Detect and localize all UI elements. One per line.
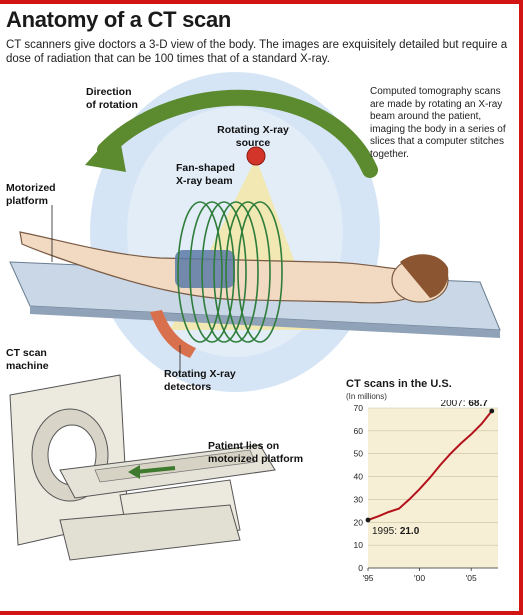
chart-annotation: 2007: 68.7: [441, 400, 489, 409]
ct-machine: [9, 374, 276, 561]
chart-series-line: [367, 410, 493, 521]
top-accent-bar: [0, 0, 519, 4]
ct-scans-chart: 0 10 20 30 40 50 60 70 '95 '00 '05 2007: 68.7 1995:…: [354, 400, 498, 583]
ct-description: Computed tomography scans are made by ro…: [370, 86, 506, 160]
patient-hair: [400, 254, 449, 298]
chart-x-tick-label: '05: [466, 573, 477, 583]
label-fan-shaped-beam: Fan-shaped X-ray beam: [176, 162, 235, 187]
chart-annotation: 1995: 21.0: [372, 526, 420, 537]
platform-edge: [30, 306, 500, 338]
chart-title: CT scans in the U.S.: [346, 378, 452, 390]
chart-y-tick-label: 10: [354, 540, 364, 550]
label-direction-of-rotation: Direction of rotation: [86, 86, 138, 111]
page-title: Anatomy of a CT scan: [6, 7, 232, 32]
chart-annotated-point: [365, 517, 371, 523]
chart-y-tick-label: 0: [358, 563, 363, 573]
rotation-arrow-head: [85, 128, 126, 172]
chart-unit: (In millions): [346, 392, 387, 401]
chart-annotated-point: [489, 408, 495, 414]
label-ct-scan-machine: CT scan machine: [6, 347, 49, 372]
subtitle: CT scanners give doctors a 3-D view of t…: [6, 39, 508, 65]
label-rotating-xray-source: Rotating X-ray source: [217, 124, 289, 149]
label-motorized-platform: Motorized platform: [6, 182, 56, 207]
chart-y-tick-label: 40: [354, 472, 364, 482]
chart-y-tick-label: 70: [354, 403, 364, 413]
x-ray-source-icon: [246, 146, 266, 166]
scan-coils: [177, 201, 283, 343]
chart-plot-area: [368, 408, 498, 568]
label-patient-lies-on-platform: Patient lies on motorized platform: [208, 440, 304, 465]
chart-y-tick-label: 30: [354, 494, 364, 504]
rotation-arrow: [97, 89, 378, 178]
x-ray-detectors: [150, 310, 196, 358]
patient-direction-arrow-head: [128, 465, 140, 479]
chart-x-tick-label: '00: [414, 573, 425, 583]
label-rotating-xray-detectors: Rotating X-ray detectors: [164, 368, 236, 393]
chart-x-tick-label: '95: [362, 573, 373, 583]
patient-direction-arrow: [134, 466, 176, 474]
chart-y-tick-label: 50: [354, 449, 364, 459]
chart-y-tick-label: 20: [354, 517, 364, 527]
chart-y-tick-label: 60: [354, 426, 364, 436]
